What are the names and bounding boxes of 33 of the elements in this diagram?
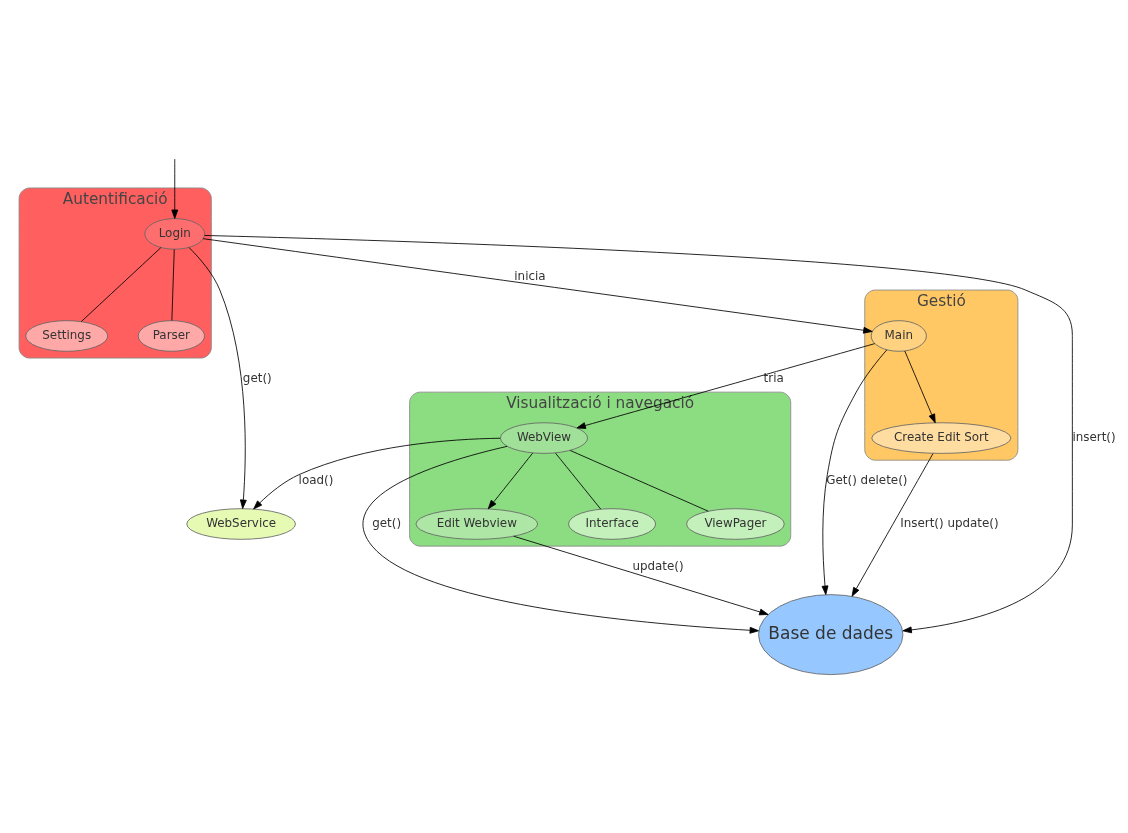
edge-label: Insert() update()	[900, 516, 999, 531]
node-ellipse: Interface	[568, 508, 657, 540]
connector	[80, 247, 162, 323]
node-ellipse: Edit Webview	[415, 508, 539, 540]
node-ellipse: WebService	[186, 508, 296, 540]
arrow	[904, 350, 936, 424]
arrow	[204, 235, 1073, 634]
arrow	[851, 453, 934, 597]
node-ellipse: Parser	[137, 320, 205, 352]
node-ellipse: Settings	[25, 320, 109, 352]
arrow	[362, 445, 759, 634]
edge-label: inicia	[514, 269, 546, 283]
edge-label: get()	[372, 516, 402, 531]
node-ellipse: Main	[870, 320, 927, 352]
arrow	[253, 437, 501, 510]
node-ellipse: Create Edit Sort	[871, 422, 1012, 454]
node-ellipse: Login	[144, 218, 206, 250]
connector	[171, 248, 175, 321]
arrow	[188, 247, 247, 509]
edge-label: tria	[763, 371, 784, 386]
edge-label: Get() delete()	[826, 473, 908, 488]
node-ellipse: ViewPager	[686, 508, 785, 540]
arrow	[821, 349, 888, 595]
connector	[555, 452, 602, 510]
edge-label: get()	[242, 371, 272, 386]
edge-label: load()	[298, 473, 334, 488]
connector	[569, 450, 709, 512]
arrow	[487, 452, 534, 510]
arrow	[171, 158, 179, 219]
arrow	[202, 238, 873, 334]
arrow	[576, 343, 876, 429]
edge-label: update()	[632, 559, 684, 574]
edge-label: insert()	[1072, 430, 1116, 445]
